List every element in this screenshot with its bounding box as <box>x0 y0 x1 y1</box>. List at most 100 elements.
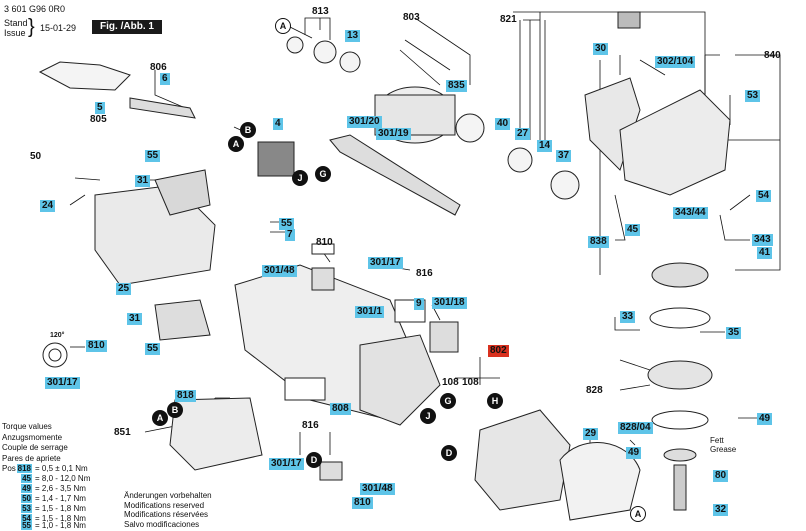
part-label-54: 54 <box>756 190 772 202</box>
torque-row: 54= 1,5 - 1,8 Nm <box>21 514 86 523</box>
part-label-818: 818 <box>175 390 196 402</box>
part-label-55-b: 55 <box>279 218 295 230</box>
part-label-55-c: 55 <box>145 343 161 355</box>
part-label-343: 343 <box>752 234 773 246</box>
part-label-55-a: 55 <box>145 150 161 162</box>
part-label-33: 33 <box>620 311 636 323</box>
part-label-828: 828 <box>586 385 603 396</box>
part-label-301-17-a: 301/17 <box>368 257 403 269</box>
part-label-301-17-b: 301/17 <box>45 377 80 389</box>
part-label-9: 9 <box>414 298 424 310</box>
callout-j: J <box>292 170 308 186</box>
torque-title-fr: Couple de serrage <box>2 443 68 452</box>
part-label-50: 50 <box>30 151 42 162</box>
part-label-802: 802 <box>488 345 509 357</box>
part-label-838: 838 <box>588 236 609 248</box>
doc-number: 3 601 G96 0R0 <box>4 4 66 14</box>
torque-row: 818= 0,5 ± 0,1 Nm <box>16 464 88 473</box>
callout-g: G <box>315 166 331 182</box>
part-label-301-18: 301/18 <box>432 297 467 309</box>
callout-d: D <box>441 445 457 461</box>
part-label-5: 5 <box>95 102 105 114</box>
part-label-6: 6 <box>160 73 170 85</box>
part-label-37: 37 <box>556 150 572 162</box>
part-label-49-a: 49 <box>757 413 773 425</box>
callout-g: G <box>440 393 456 409</box>
part-label-14: 14 <box>537 140 553 152</box>
note-de: Änderungen vorbehalten <box>124 491 212 500</box>
callout-a: A <box>152 410 168 426</box>
part-label-810-c: 810 <box>352 497 373 509</box>
part-label-4: 4 <box>273 118 283 130</box>
torque-title-es: Pares de apriete <box>2 453 61 463</box>
callout-a: A <box>275 18 291 34</box>
part-label-301-20: 301/20 <box>347 116 382 128</box>
part-label-25: 25 <box>116 283 132 295</box>
part-label-45-a: 45 <box>625 224 641 236</box>
torque-title-en: Torque values <box>2 422 52 431</box>
part-label-35: 35 <box>726 327 742 339</box>
part-label-806: 806 <box>150 62 167 73</box>
part-label-49-b: 49 <box>626 447 642 459</box>
part-label-813: 813 <box>312 6 329 17</box>
issue-label: Issue <box>4 28 26 38</box>
part-label-angle: 120° <box>50 332 65 339</box>
part-label-808: 808 <box>330 403 351 415</box>
stand-label: Stand <box>4 18 28 28</box>
part-label-41: 41 <box>757 247 773 259</box>
part-label-821: 821 <box>500 14 517 25</box>
note-es: Salvo modificaciones <box>124 519 200 529</box>
callout-j: J <box>420 408 436 424</box>
torque-row: 45= 8,0 - 12,0 Nm <box>21 474 91 483</box>
callout-b: B <box>240 122 256 138</box>
torque-table: Torque values Anzugsmomente Couple de se… <box>2 422 68 464</box>
part-label-803: 803 <box>403 12 420 23</box>
torque-title-de: Anzugsmomente <box>2 432 63 442</box>
part-label-816-b: 816 <box>302 420 319 431</box>
part-label-851: 851 <box>114 427 131 438</box>
part-label-840: 840 <box>764 50 781 61</box>
part-label-835: 835 <box>446 80 467 92</box>
callout-h: H <box>487 393 503 409</box>
grease-note: Fett Grease <box>710 436 736 454</box>
torque-row: 49= 2,6 - 3,5 Nm <box>21 484 86 493</box>
part-label-810-b: 810 <box>86 340 107 352</box>
part-label-40: 40 <box>495 118 511 130</box>
callout-a: A <box>630 506 646 522</box>
brace-icon: } <box>28 16 35 38</box>
part-label-80: 80 <box>713 470 729 482</box>
part-label-24: 24 <box>40 200 56 212</box>
grease-de: Fett <box>710 436 724 445</box>
part-label-343-44: 343/44 <box>673 207 708 219</box>
part-label-31-b: 31 <box>127 313 143 325</box>
part-label-7: 7 <box>285 229 295 241</box>
part-label-301-17-c: 301/17 <box>269 458 304 470</box>
part-label-27: 27 <box>515 128 531 140</box>
part-label-810-a: 810 <box>316 237 333 248</box>
part-label-301-48-a: 301/48 <box>262 265 297 277</box>
grease-en: Grease <box>710 445 737 454</box>
part-label-816-a: 816 <box>416 268 433 279</box>
callout-a: A <box>228 136 244 152</box>
torque-row: 50= 1,4 - 1,7 Nm <box>21 494 86 503</box>
part-label-301-48-b: 301/48 <box>360 483 395 495</box>
torque-row: 53= 1,5 - 1,8 Nm <box>21 504 86 513</box>
callout-d: D <box>306 452 322 468</box>
part-label-29: 29 <box>583 428 599 440</box>
part-label-108-a: 108 <box>442 377 459 388</box>
note-en: Modifications reserved <box>124 500 205 510</box>
callout-b: B <box>167 402 183 418</box>
note-fr: Modifications réservées <box>124 510 209 519</box>
figure-label: Fig. /Abb. 1 <box>92 20 162 34</box>
part-label-108-b: 108 <box>462 377 479 388</box>
part-label-805: 805 <box>90 114 107 125</box>
torque-row: 55= 1,0 - 1,8 Nm <box>21 521 86 530</box>
part-label-30: 30 <box>593 43 609 55</box>
issue-date: 15-01-29 <box>40 23 77 33</box>
part-label-13: 13 <box>345 30 361 42</box>
part-label-301-19: 301/19 <box>376 128 411 140</box>
part-label-302-104: 302/104 <box>655 56 696 68</box>
modification-notes: Änderungen vorbehalten Modifications res… <box>124 491 212 529</box>
part-label-32: 32 <box>713 504 729 516</box>
